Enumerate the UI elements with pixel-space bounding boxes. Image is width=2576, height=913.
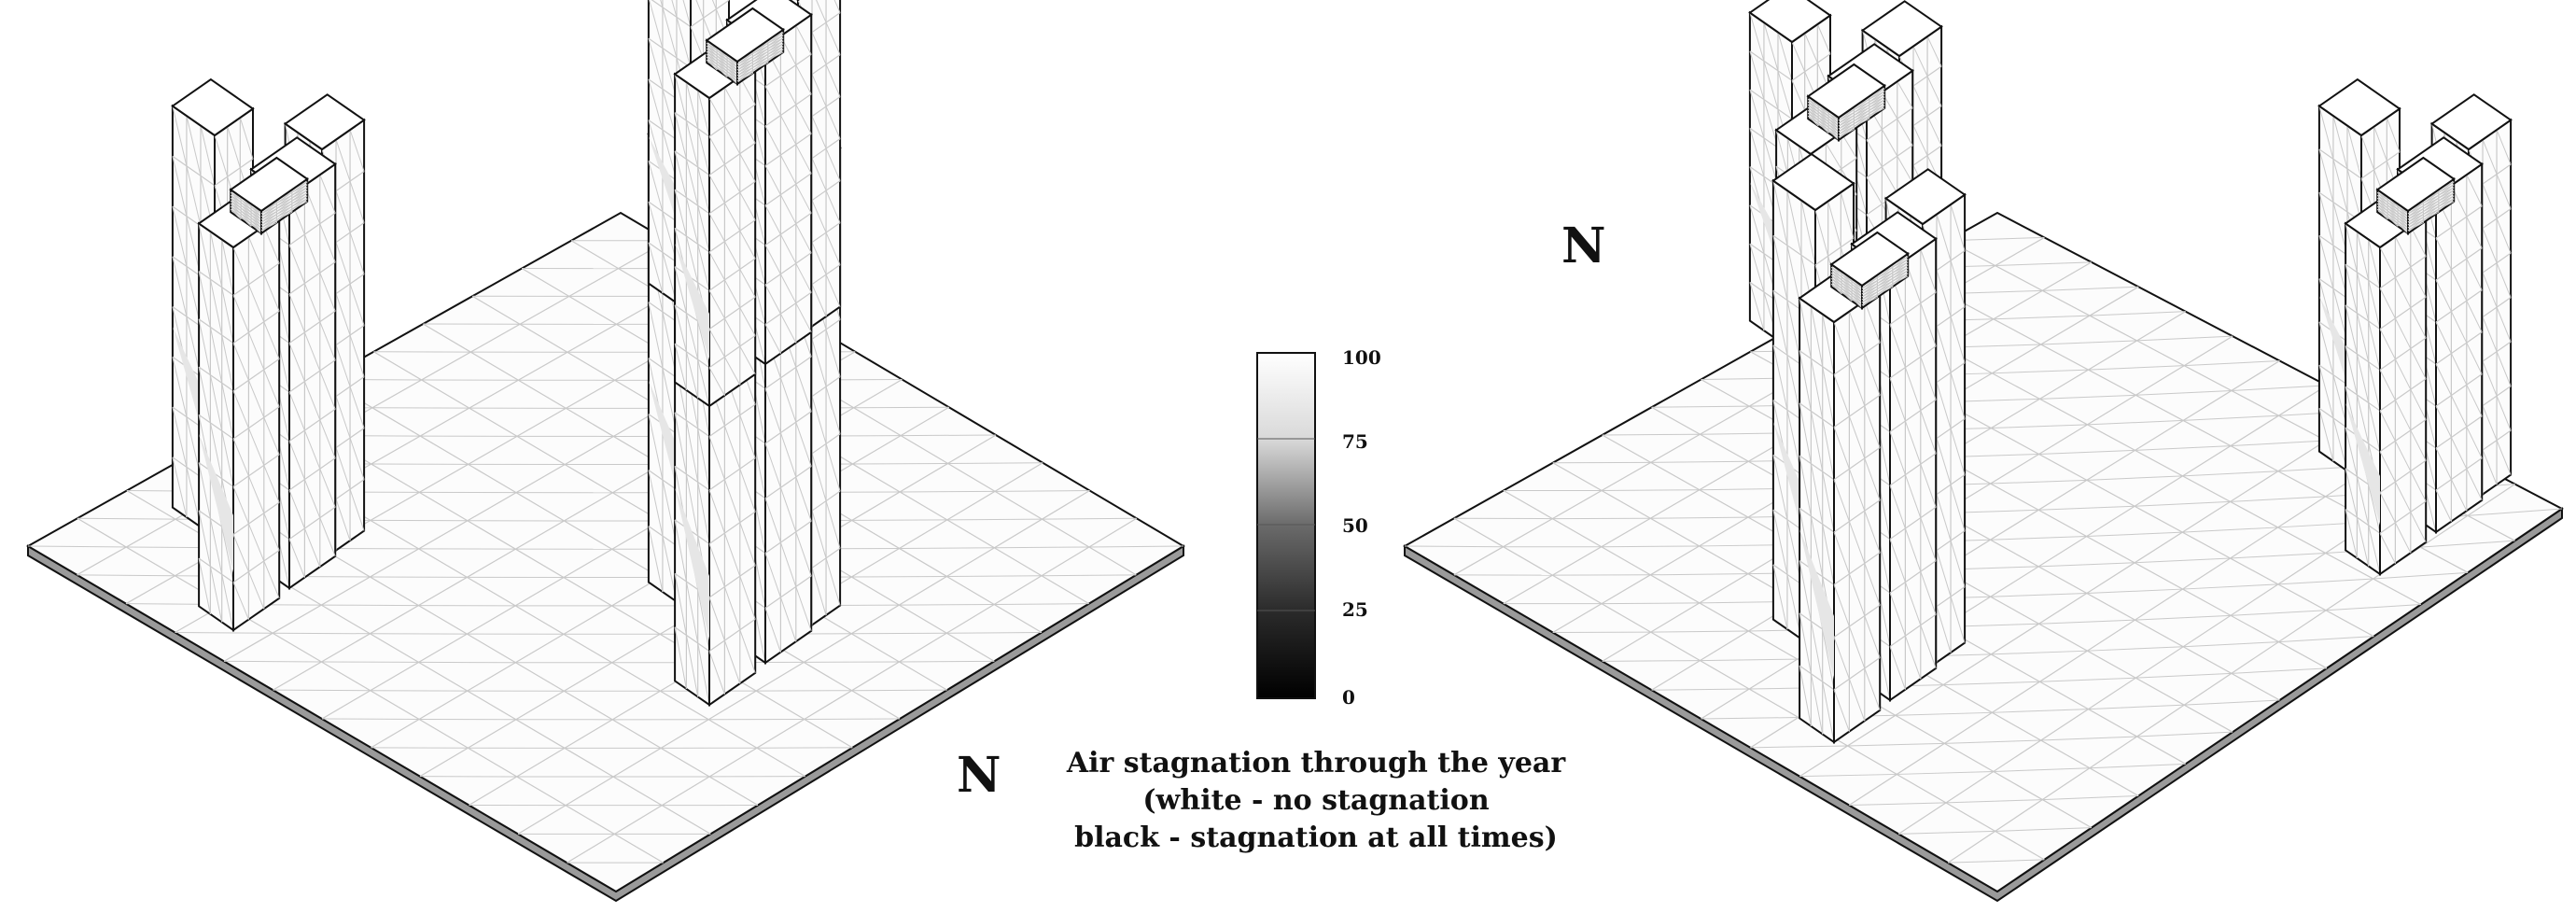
tower-block bbox=[2344, 190, 2428, 576]
tower-roof bbox=[171, 77, 255, 137]
caption-line-2: (white - no stagnation bbox=[1142, 784, 1490, 817]
legend-tick-50: 50 bbox=[1342, 514, 1368, 537]
tower-roof bbox=[1771, 152, 1855, 212]
tower-roof bbox=[705, 7, 785, 63]
tower-block bbox=[1798, 264, 1882, 744]
tower-block bbox=[1806, 63, 1886, 142]
tower-block bbox=[673, 40, 757, 408]
caption-line-3: black - stagnation at all times) bbox=[1074, 822, 1558, 854]
caption-line-1: Air stagnation through the year bbox=[1066, 747, 1566, 780]
tower-block bbox=[705, 7, 785, 86]
legend-caption: Air stagnation through the year (white -… bbox=[1045, 745, 1587, 857]
tower-roof bbox=[1883, 168, 1967, 226]
north-label-left: N bbox=[957, 747, 1001, 804]
tower-roof bbox=[2317, 77, 2401, 137]
tower-block bbox=[197, 190, 281, 632]
tower-roof bbox=[1829, 231, 1910, 288]
tower-roof bbox=[229, 156, 309, 213]
tower-roof bbox=[1860, 0, 1943, 58]
legend-color-bar bbox=[1256, 352, 1316, 699]
tower-block bbox=[1829, 231, 1910, 310]
tower-roof bbox=[2375, 156, 2456, 213]
tower-roof bbox=[1806, 63, 1886, 119]
legend-tick-100: 100 bbox=[1342, 346, 1381, 369]
legend-tick-75: 75 bbox=[1342, 430, 1368, 453]
tower-roof bbox=[283, 93, 366, 151]
right-site-view bbox=[1402, 0, 2564, 903]
tower-roof bbox=[1748, 0, 1832, 44]
tower-block bbox=[2375, 156, 2456, 235]
tower-block bbox=[229, 156, 309, 235]
left-site-view bbox=[25, 0, 1185, 903]
north-label-right: N bbox=[1561, 218, 1606, 274]
legend-tick-25: 25 bbox=[1342, 598, 1368, 621]
legend-tick-0: 0 bbox=[1342, 686, 1355, 709]
tower-roof bbox=[2429, 93, 2513, 151]
